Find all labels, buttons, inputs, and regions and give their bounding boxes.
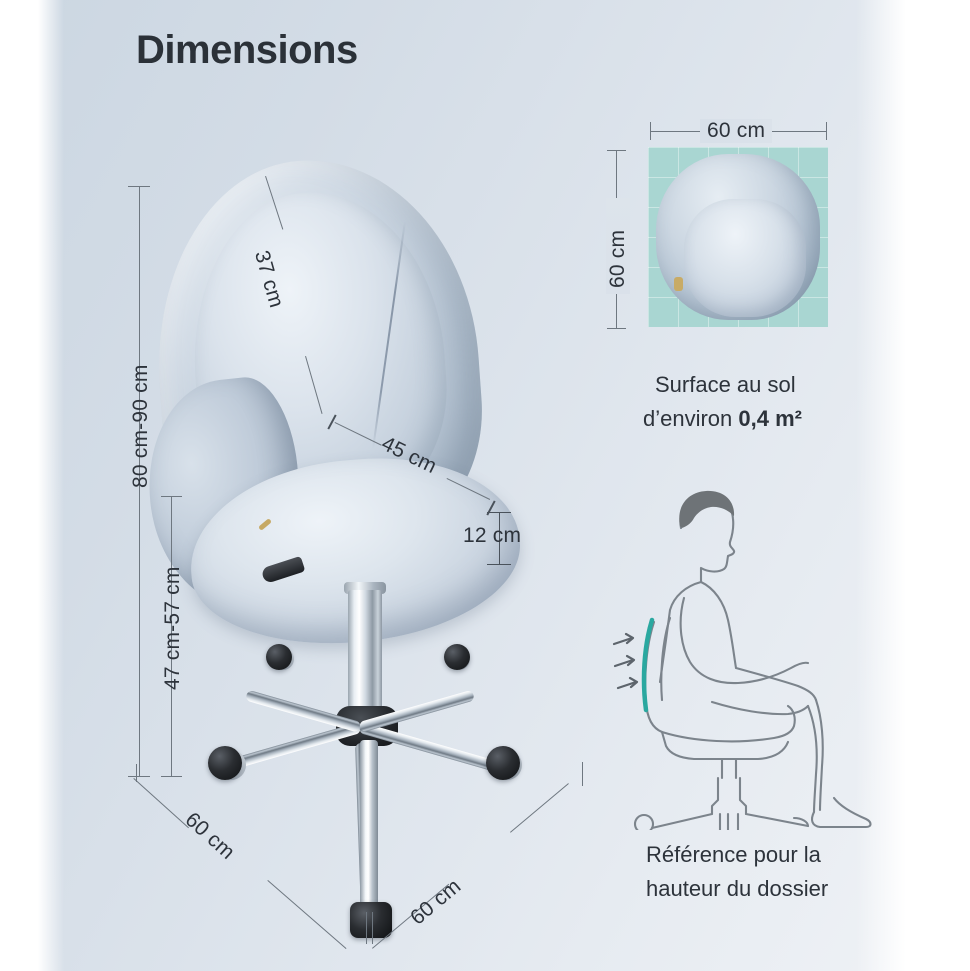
backrest-ref-line2: hauteur du dossier <box>646 876 829 901</box>
base-right-end-tick <box>582 762 583 786</box>
chair-top-view <box>648 147 828 327</box>
top-view-depth-tick-bottom <box>607 328 626 329</box>
seated-person-svg <box>612 490 872 835</box>
top-view-width-label: 60 cm <box>700 119 773 143</box>
caster-front <box>350 902 392 938</box>
backrest-reference-caption-2: hauteur du dossier <box>646 872 828 906</box>
top-view-seat <box>684 199 806 317</box>
chair-illustration <box>138 149 550 938</box>
backrest-reference-caption-1: Référence pour la <box>646 838 821 872</box>
caster <box>486 746 520 780</box>
base-center-tick-a <box>366 912 367 944</box>
top-view-width-tick-right <box>826 122 827 140</box>
top-view-depth-label: 60 cm <box>606 198 630 294</box>
base-left-end-tick <box>136 764 137 782</box>
top-view-width-tick-left <box>650 122 651 140</box>
caster <box>444 644 470 670</box>
backrest-ref-line1: Référence pour la <box>646 842 821 867</box>
cushion-line <box>499 512 500 564</box>
caster <box>208 746 242 780</box>
seat-height-line <box>171 496 172 776</box>
seat-height-label: 47 cm-57 cm <box>161 566 184 690</box>
ergonomic-illustration <box>608 470 928 835</box>
cushion-thickness-label: 12 cm <box>463 524 522 547</box>
top-view-fabric-tag <box>674 277 683 291</box>
base-center-tick-b <box>372 912 373 944</box>
total-height-tick-top <box>128 186 150 187</box>
floor-area-caption: Surface au sol <box>655 368 796 402</box>
caster <box>266 644 292 670</box>
page-title: Dimensions <box>136 28 358 72</box>
total-height-tick-bottom <box>128 776 150 777</box>
panel-fade-left <box>38 0 64 971</box>
total-height-label: 80 cm-90 cm <box>129 364 152 488</box>
total-height-line <box>139 186 140 776</box>
panel-fade-right <box>856 0 906 971</box>
floor-area-caption-2: d’environ 0,4 m² <box>643 402 802 436</box>
top-view-depth-tick-top <box>607 150 626 151</box>
base-leg <box>358 722 497 772</box>
hair-shape <box>679 490 735 528</box>
floor-area-value: 0,4 m² <box>738 406 802 431</box>
front-base-leg <box>360 740 378 925</box>
seat-height-tick-bottom <box>161 776 182 777</box>
floor-area-line2-prefix: d’environ <box>643 406 739 431</box>
cushion-tick-bottom <box>487 564 511 565</box>
floor-area-line1: Surface au sol <box>655 372 796 397</box>
gas-cylinder <box>348 590 382 720</box>
seat-height-tick-top <box>161 496 182 497</box>
backrest-accent-line <box>641 617 655 713</box>
